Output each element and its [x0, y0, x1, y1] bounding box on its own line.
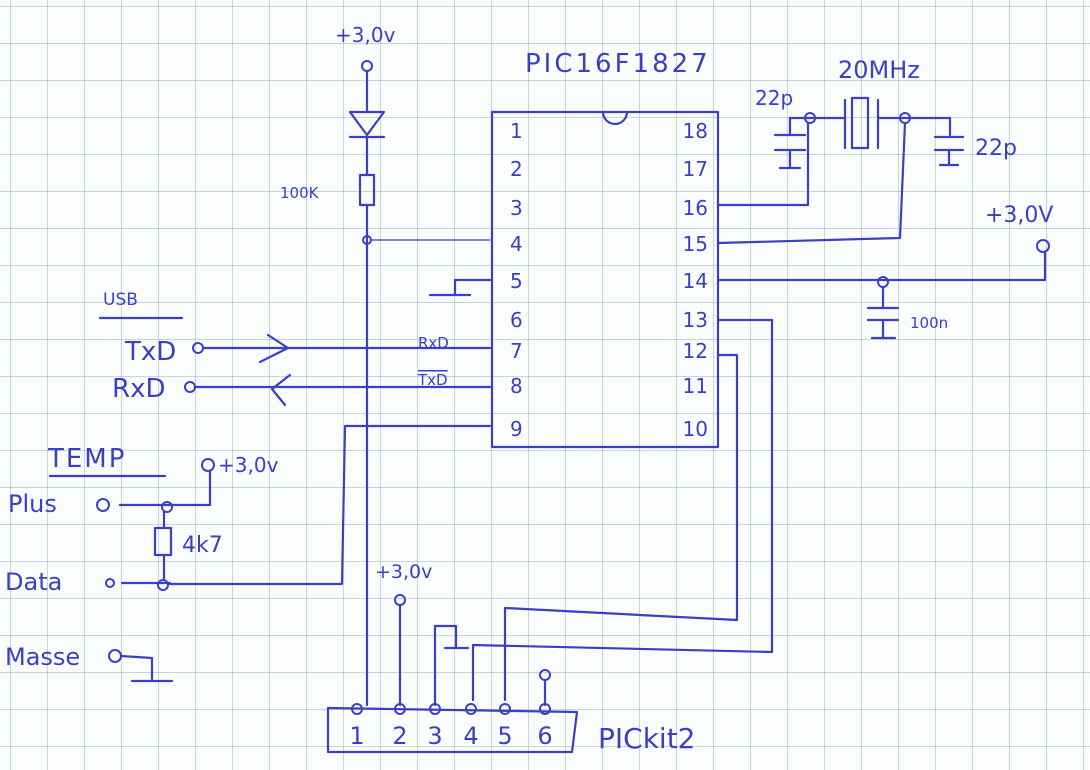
masse-terminal [108, 649, 122, 663]
cap-left [773, 116, 807, 170]
chip-pin-label: 1 [510, 119, 523, 143]
chip-pin-label: 8 [510, 374, 523, 398]
pickit-pin-label: 2 [392, 722, 407, 750]
pickit-supply-label: +3,0v [375, 561, 432, 583]
wire-plus [118, 469, 212, 507]
junction [804, 112, 816, 124]
chip-pin-label: 5 [510, 269, 523, 293]
pickit-pin-label: 4 [463, 722, 478, 750]
pickit-pin-terminal [351, 703, 363, 715]
supply-terminal [1036, 239, 1050, 253]
junction [161, 501, 173, 513]
wire-pin12-pgc [503, 353, 739, 702]
wire-pin9-data [168, 424, 492, 586]
usb-rxd-label: RxD [112, 374, 165, 404]
cap-100n [866, 285, 900, 340]
chip-pin-label: 9 [510, 417, 523, 441]
pickit-pin-label: 3 [427, 722, 442, 750]
ground-pickit-vss [433, 624, 470, 707]
chip-pin-label: 18 [683, 119, 708, 143]
supply-label-right: +3,0V [985, 203, 1053, 228]
pickit-label: PICkit2 [598, 722, 695, 755]
resistor-100k-label: 100K [280, 184, 320, 202]
pickit-pin-label: 1 [349, 722, 364, 750]
wire-pin15 [716, 121, 907, 245]
usb-title: USB [103, 290, 138, 310]
wire-pin14 [716, 250, 1047, 282]
chip-notch [601, 110, 629, 126]
junction [877, 276, 889, 288]
chip-pin-label: 4 [510, 232, 523, 256]
chip-pin-label: 17 [683, 157, 708, 181]
data-terminal [105, 578, 115, 588]
crystal [788, 96, 952, 150]
supply-terminal [361, 60, 373, 72]
pickit-pin-terminal [394, 703, 406, 715]
pickit-pin-terminal [429, 703, 441, 715]
junction [157, 579, 169, 591]
chip-pin-label: 15 [683, 232, 708, 256]
pickit-pin-terminal [539, 703, 551, 715]
chip-pin-label: 14 [683, 269, 708, 293]
chip-pin-label: 2 [510, 157, 523, 181]
cap-right [933, 135, 965, 167]
resistor-4k7 [153, 526, 173, 557]
chip-pin-label: 16 [683, 196, 708, 220]
chip-pin-label: 7 [510, 339, 523, 363]
cap-right-label: 22p [975, 136, 1017, 161]
chip-title: PIC16F1827 [525, 49, 711, 79]
usb-txd-label: TxD [124, 337, 176, 367]
supply-terminal [394, 594, 406, 606]
pin8-txd-label: TxD [417, 371, 448, 389]
cap-left-label: 22p [755, 86, 793, 110]
temp-masse-label: Masse [5, 643, 80, 671]
temp-plus-label: Plus [8, 490, 57, 518]
wire-pin13-pgd [471, 318, 774, 702]
chip-pins-left: 1 2 3 4 5 6 7 8 9 [510, 119, 523, 441]
chip-pin-label: 12 [683, 339, 708, 363]
pickit-pin-label: 5 [497, 722, 512, 750]
chip-pin-label: 13 [683, 308, 708, 332]
chip-pin-label: 11 [683, 374, 708, 398]
ground-pin5 [428, 278, 492, 297]
diode [348, 69, 386, 177]
resistor-4k7-label: 4k7 [182, 533, 223, 558]
wire-pin16 [716, 121, 810, 207]
resistor-100k [358, 173, 376, 207]
temp-supply-label: +3,0v [218, 453, 279, 477]
crystal-freq: 20MHz [838, 56, 920, 84]
pickit-connector [326, 706, 579, 754]
rxd-terminal [184, 381, 196, 393]
txd-terminal [192, 342, 204, 354]
temp-data-label: Data [5, 568, 62, 596]
wire-rxd [193, 373, 492, 407]
chip-pin-label: 6 [510, 308, 523, 332]
pin6-terminal [539, 669, 551, 681]
plus-terminal [96, 498, 110, 512]
temp-title: TEMP [47, 444, 126, 474]
pickit-pin-terminal [499, 703, 511, 715]
pickit-pin-terminal [465, 703, 477, 715]
pickit-pin-label: 6 [537, 722, 552, 750]
wire-txd [201, 333, 492, 364]
chip-pin-label: 10 [683, 417, 708, 441]
supply-label-top: +3,0v [335, 23, 396, 47]
pin7-rxd-label: RxD [418, 334, 449, 352]
chip-pins-right: 18 17 16 15 14 13 12 11 10 [683, 119, 708, 441]
ground-masse [119, 654, 174, 683]
chip-pin-label: 3 [510, 196, 523, 220]
supply-terminal [201, 458, 215, 472]
cap-100n-label: 100n [910, 314, 948, 332]
